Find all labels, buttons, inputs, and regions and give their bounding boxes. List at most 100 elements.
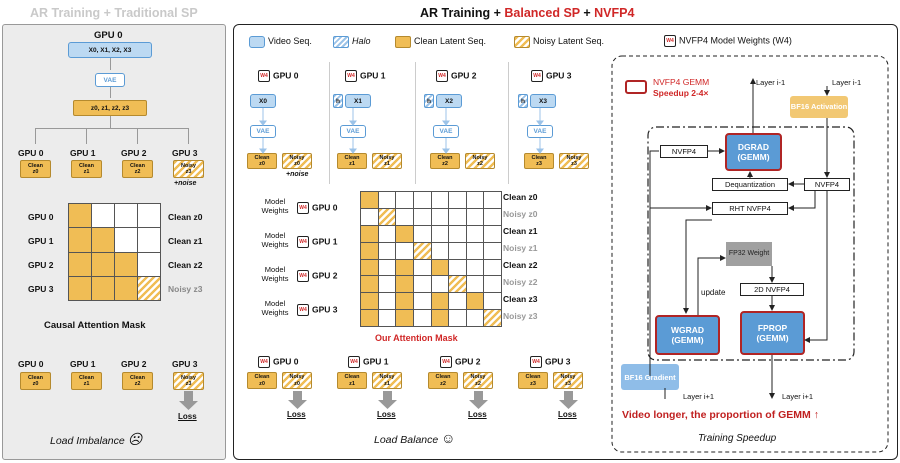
- our-attention-mask-grid: [360, 191, 502, 327]
- mask-cell: [413, 242, 431, 259]
- z-word: z1: [83, 169, 90, 175]
- mask-cell: [484, 192, 501, 208]
- tree-leg-1: [86, 128, 87, 144]
- mid-footer-text: Load Balance: [374, 434, 439, 446]
- chip-icon: W4: [436, 70, 448, 82]
- z-word: z3: [571, 161, 577, 167]
- legend-noisy: Noisy Latent Seq.: [533, 36, 605, 46]
- tree-leg-0: [35, 128, 36, 144]
- z-word: z2: [134, 381, 141, 387]
- right-title-prefix: AR Training +: [420, 6, 505, 20]
- left-bottom-gpu-2: GPU 2: [121, 359, 147, 369]
- legend-clean: Clean Latent Seq.: [414, 36, 487, 46]
- right-title-sp: Balanced SP: [504, 6, 580, 20]
- noisy-word: Noisy: [379, 374, 395, 380]
- mask-cell: [413, 310, 431, 326]
- chip-icon: W4: [297, 202, 309, 214]
- legend-weights-text: NVFP4 Model Weights (W4): [679, 35, 792, 46]
- mid-loss-1: Loss: [377, 410, 396, 419]
- tree-stem: [110, 116, 111, 128]
- mask-cell: [484, 208, 501, 225]
- z-word: z3: [536, 161, 542, 167]
- speedup-footer: Training Speedup: [698, 433, 777, 444]
- mask-label-2: Clean z2: [168, 260, 203, 270]
- clean-word: Clean: [344, 154, 360, 161]
- mask-label-1: Clean z1: [168, 236, 203, 246]
- chip-icon: W4: [297, 304, 309, 316]
- z-word: z2: [477, 161, 483, 167]
- left-bottom-gpu-1: GPU 1: [70, 359, 96, 369]
- mask-cell: [413, 276, 431, 293]
- divider-2: [508, 62, 509, 184]
- mask-cell: [115, 276, 137, 300]
- mid-loss-2: Loss: [468, 410, 487, 419]
- mid-x3: X3: [530, 94, 556, 108]
- chip-icon: W4: [258, 356, 270, 368]
- mid-vae-1: VAE: [340, 125, 366, 138]
- mid-vae-2: VAE: [433, 125, 459, 138]
- clean-word: Clean: [254, 154, 270, 161]
- mask-cell: [378, 259, 396, 276]
- our-row-3: Noisy z1: [503, 243, 538, 253]
- our-row-2: Clean z1: [503, 226, 538, 236]
- mid-gpu-3-text: GPU 3: [546, 70, 572, 81]
- left-gpu0-top: GPU 0: [94, 30, 123, 41]
- noisy-word: Noisy: [181, 162, 196, 169]
- mask-cell: [449, 259, 466, 276]
- clean-word: Clean: [28, 374, 43, 381]
- mid-plus-noise: +noise: [286, 171, 309, 178]
- z-word: z0: [32, 169, 39, 175]
- mask-gpu-2-text: GPU 2: [312, 270, 338, 281]
- mask-cell: [378, 192, 396, 208]
- mask-cell: [466, 310, 484, 326]
- left-gpu-label-3: GPU 3: [172, 148, 198, 158]
- mask-cell: [449, 208, 466, 225]
- left-mask-title: Causal Attention Mask: [44, 320, 146, 331]
- mask-cell: [115, 204, 137, 228]
- tree-bar: [35, 128, 188, 129]
- mask-cell: [378, 276, 396, 293]
- mid-bottom-gpu-2-text: GPU 2: [455, 356, 481, 367]
- mask-cell: [466, 192, 484, 208]
- mask-cell: [361, 259, 378, 276]
- mask-row-2: GPU 2: [28, 260, 54, 270]
- mask-cell: [431, 276, 449, 293]
- right-title-join: +: [579, 6, 595, 20]
- clean-word: Clean: [525, 374, 541, 380]
- mask-gpu-1-text: GPU 1: [312, 236, 338, 247]
- mask-row-0: GPU 0: [28, 212, 54, 222]
- left-title: AR Training + Traditional SP: [30, 6, 198, 20]
- mask-cell: [69, 252, 91, 276]
- z-word: z3: [565, 380, 571, 387]
- mask-cell: [431, 192, 449, 208]
- mask-gpu-3-text: GPU 3: [312, 304, 338, 315]
- mask-row-3: GPU 3: [28, 284, 54, 294]
- z-word: z0: [32, 381, 39, 387]
- clean-word: Clean: [531, 154, 547, 161]
- divider-1: [415, 62, 416, 184]
- mask-cell: [396, 242, 413, 259]
- z-word: z3: [530, 380, 536, 387]
- mask-cell: [378, 208, 396, 225]
- clean-word: Clean: [79, 374, 94, 381]
- mask-gpu-0-text: GPU 0: [312, 202, 338, 213]
- mask-cell: [484, 225, 501, 242]
- mid-bottom-gpu-1-text: GPU 1: [363, 356, 389, 367]
- chip-icon: W4: [530, 356, 542, 368]
- z-word: z0: [259, 380, 265, 387]
- chip-icon: W4: [348, 356, 360, 368]
- rht-nvfp4-box: RHT NVFP4: [712, 202, 788, 215]
- mid-vae-0: VAE: [250, 125, 276, 138]
- mask-cell: [138, 252, 160, 276]
- mid-footer: Load Balance ☺: [374, 430, 455, 446]
